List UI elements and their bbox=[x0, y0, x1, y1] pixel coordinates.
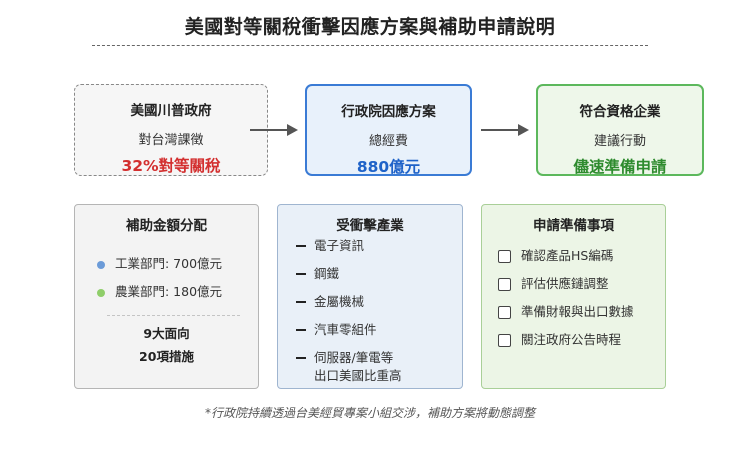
flow-box-heading: 美國川普政府 bbox=[130, 103, 212, 119]
checklist-label: 準備財報與出口數據 bbox=[521, 304, 634, 319]
flow-box-highlight: 32%對等關稅 bbox=[121, 157, 221, 175]
allocation-divider bbox=[107, 315, 240, 316]
industry-label: 伺服器/筆電等 bbox=[314, 350, 394, 365]
checklist-label: 確認產品HS編碼 bbox=[521, 248, 614, 263]
allocation-note: 20項措施 bbox=[139, 349, 194, 364]
flow-box-highlight: 儘速準備申請 bbox=[573, 158, 667, 176]
industry-label: 電子資訊 bbox=[314, 238, 365, 253]
industry-label: 鋼鐵 bbox=[314, 266, 340, 281]
checkbox-icon[interactable] bbox=[498, 250, 511, 263]
industries-heading: 受衝擊產業 bbox=[336, 218, 404, 234]
page-title: 美國對等關稅衝擊因應方案與補助申請說明 bbox=[184, 16, 556, 38]
industry-label: 金屬機械 bbox=[314, 294, 365, 309]
flow-box-eligible-companies: 符合資格企業 建議行動 儘速準備申請 bbox=[536, 84, 704, 176]
allocation-note: 9大面向 bbox=[143, 326, 190, 341]
dash-icon bbox=[296, 357, 306, 359]
checkbox-icon[interactable] bbox=[498, 278, 511, 291]
allocation-item-label: 農業部門: 180億元 bbox=[115, 284, 223, 299]
dash-icon bbox=[296, 245, 306, 247]
checklist-item: 準備財報與出口數據 bbox=[498, 301, 634, 320]
allocation-panel: 補助金額分配 工業部門: 700億元 農業部門: 180億元 9大面向 20項措… bbox=[74, 204, 259, 389]
allocation-item-industry: 工業部門: 700億元 bbox=[97, 253, 222, 272]
dash-icon bbox=[296, 329, 306, 331]
flow-box-heading: 符合資格企業 bbox=[579, 104, 661, 120]
allocation-item-label: 工業部門: 700億元 bbox=[115, 256, 223, 271]
allocation-item-agriculture: 農業部門: 180億元 bbox=[97, 281, 222, 300]
checklist-item: 評估供應鏈調整 bbox=[498, 273, 609, 292]
flow-box-us-government: 美國川普政府 對台灣課徵 32%對等關稅 bbox=[74, 84, 268, 176]
industry-label: 出口美國比重高 bbox=[314, 368, 402, 383]
checkbox-icon[interactable] bbox=[498, 306, 511, 319]
checklist-item: 確認產品HS編碼 bbox=[498, 245, 613, 264]
industries-panel: 受衝擊產業 電子資訊 鋼鐵 金屬機械 汽車零組件 伺服器/筆電等 出口美國比重高 bbox=[277, 204, 463, 389]
checklist-item: 關注政府公告時程 bbox=[498, 329, 621, 348]
flow-box-sub: 對台灣課徵 bbox=[138, 133, 204, 148]
dash-icon bbox=[296, 301, 306, 303]
footnote: *行政院持續透過台美經貿專案小組交涉，補助方案將動態調整 bbox=[204, 406, 535, 420]
flow-box-sub: 建議行動 bbox=[593, 134, 646, 149]
checklist-panel: 申請準備事項 確認產品HS編碼 評估供應鏈調整 準備財報與出口數據 關注政府公告… bbox=[481, 204, 666, 389]
checklist-label: 關注政府公告時程 bbox=[521, 332, 622, 347]
title-divider bbox=[92, 45, 648, 46]
checklist-heading: 申請準備事項 bbox=[533, 218, 614, 234]
flow-box-heading: 行政院因應方案 bbox=[341, 104, 436, 120]
allocation-heading: 補助金額分配 bbox=[126, 218, 207, 234]
green-dot-icon bbox=[97, 288, 105, 297]
flow-box-sub: 總經費 bbox=[368, 134, 408, 149]
industry-label: 汽車零組件 bbox=[314, 322, 377, 337]
dash-icon bbox=[296, 273, 306, 275]
checkbox-icon[interactable] bbox=[498, 334, 511, 347]
arrow-right-icon bbox=[250, 124, 298, 136]
checklist-label: 評估供應鏈調整 bbox=[521, 276, 609, 291]
arrow-right-icon bbox=[481, 124, 529, 136]
flow-box-response-plan: 行政院因應方案 總經費 880億元 bbox=[305, 84, 472, 176]
flow-box-highlight: 880億元 bbox=[356, 158, 421, 176]
blue-dot-icon bbox=[97, 260, 105, 269]
